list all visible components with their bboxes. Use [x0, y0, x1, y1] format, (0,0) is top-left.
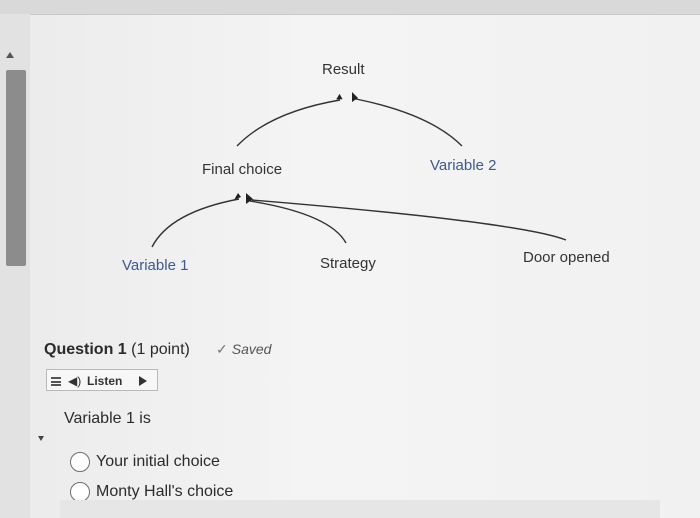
- saved-label: Saved: [231, 341, 272, 357]
- radio-button[interactable]: [70, 452, 90, 472]
- question-points: (1 point): [131, 341, 190, 358]
- menu-icon[interactable]: [51, 377, 61, 386]
- arrowhead-final-right: [246, 193, 253, 204]
- scrollbar[interactable]: [0, 14, 30, 518]
- listen-widget[interactable]: ◀) Listen: [46, 369, 158, 391]
- edge-door-to-final: [251, 199, 567, 241]
- edge-strategy-to-final: [249, 200, 347, 244]
- top-strip: [0, 0, 700, 15]
- edge-final-to-result: [236, 99, 341, 147]
- edge-var2-to-result: [355, 98, 463, 147]
- check-icon: ✓: [216, 341, 228, 357]
- node-variable-1: Variable 1: [122, 257, 189, 274]
- node-strategy: Strategy: [320, 255, 376, 272]
- option-label: Your initial choice: [96, 453, 220, 470]
- arrowhead-final-left: [234, 193, 241, 200]
- speaker-icon: ◀): [68, 374, 82, 388]
- question-heading: Question 1 (1 point): [44, 341, 190, 359]
- arrowhead-result-left: [336, 93, 343, 100]
- play-icon[interactable]: [139, 376, 147, 386]
- scroll-down-arrow-icon[interactable]: [38, 436, 44, 441]
- radio-button[interactable]: [70, 482, 90, 502]
- question-title: Question 1: [44, 341, 127, 358]
- option-label: Monty Hall's choice: [96, 483, 234, 500]
- saved-status: ✓Saved: [216, 341, 271, 358]
- next-option-cutoff: [60, 500, 660, 518]
- arrowhead-result-right: [352, 92, 358, 102]
- scroll-thumb[interactable]: [6, 70, 26, 266]
- question-prompt: Variable 1 is: [64, 410, 151, 427]
- scroll-up-arrow-icon[interactable]: [6, 52, 14, 58]
- node-door-opened: Door opened: [523, 249, 610, 266]
- edge-var1-to-final: [151, 198, 240, 248]
- listen-button[interactable]: Listen: [87, 374, 123, 388]
- node-final-choice: Final choice: [202, 161, 283, 178]
- node-result: Result: [322, 61, 365, 78]
- node-variable-2: Variable 2: [430, 157, 497, 174]
